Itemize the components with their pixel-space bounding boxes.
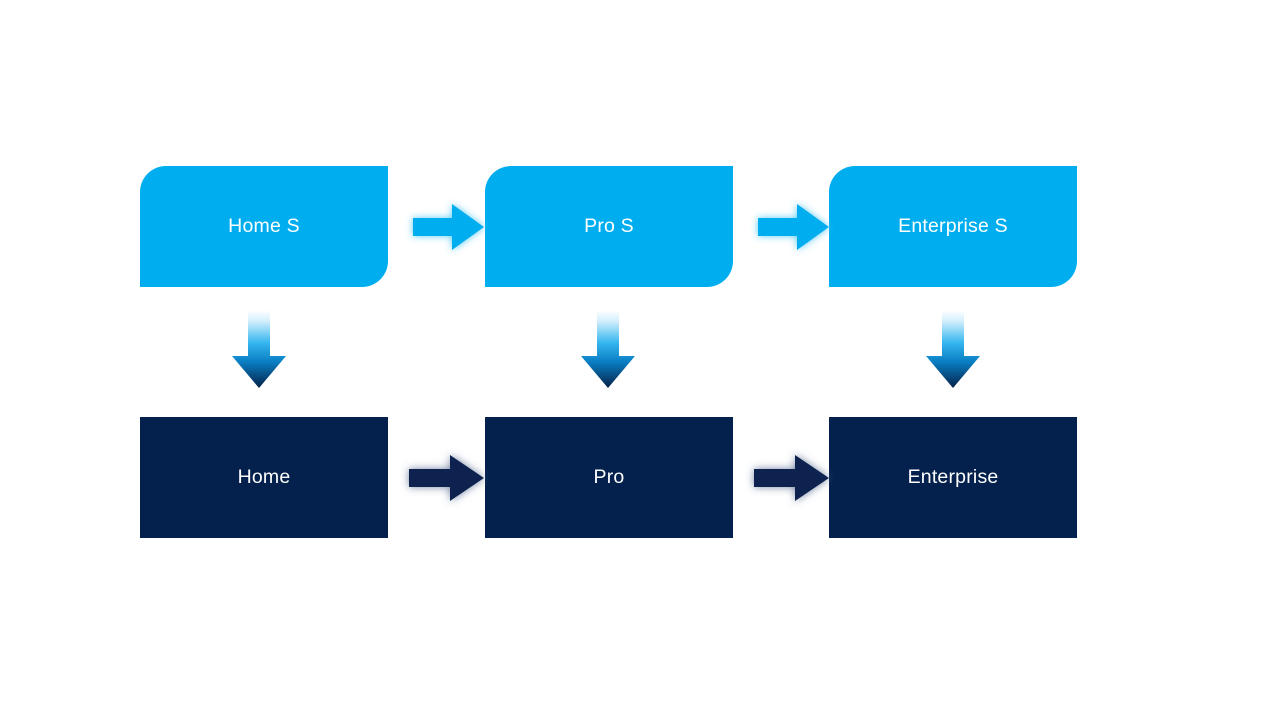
connector-pro-s-to-pro: [575, 310, 641, 392]
node-pro-s-label: Pro S: [584, 214, 634, 237]
node-enterprise-s-label: Enterprise S: [898, 214, 1008, 237]
node-pro[interactable]: Pro: [485, 417, 733, 538]
node-home-s-label: Home S: [228, 214, 300, 237]
arrow-down-icon: [232, 310, 286, 388]
node-enterprise-label: Enterprise: [907, 465, 999, 488]
arrow-right-icon: [754, 455, 829, 501]
node-pro-label: Pro: [593, 465, 625, 488]
arrow-right-icon: [413, 204, 484, 250]
connector-pro-to-enterprise: [745, 447, 839, 509]
arrow-right-icon: [409, 455, 484, 501]
node-pro-s[interactable]: Pro S: [485, 166, 733, 287]
node-home[interactable]: Home: [140, 417, 388, 538]
connector-home-s-to-pro-s: [404, 196, 494, 258]
arrow-down-icon: [581, 310, 635, 388]
connector-home-s-to-home: [226, 310, 292, 392]
node-enterprise[interactable]: Enterprise: [829, 417, 1077, 538]
connector-pro-s-to-enterprise-s: [749, 196, 839, 258]
node-home-label: Home: [237, 465, 291, 488]
connector-enterprise-s-to-enterprise: [920, 310, 986, 392]
arrow-right-icon: [758, 204, 829, 250]
arrow-down-icon: [926, 310, 980, 388]
node-home-s[interactable]: Home S: [140, 166, 388, 287]
connector-home-to-pro: [400, 447, 494, 509]
node-enterprise-s[interactable]: Enterprise S: [829, 166, 1077, 287]
